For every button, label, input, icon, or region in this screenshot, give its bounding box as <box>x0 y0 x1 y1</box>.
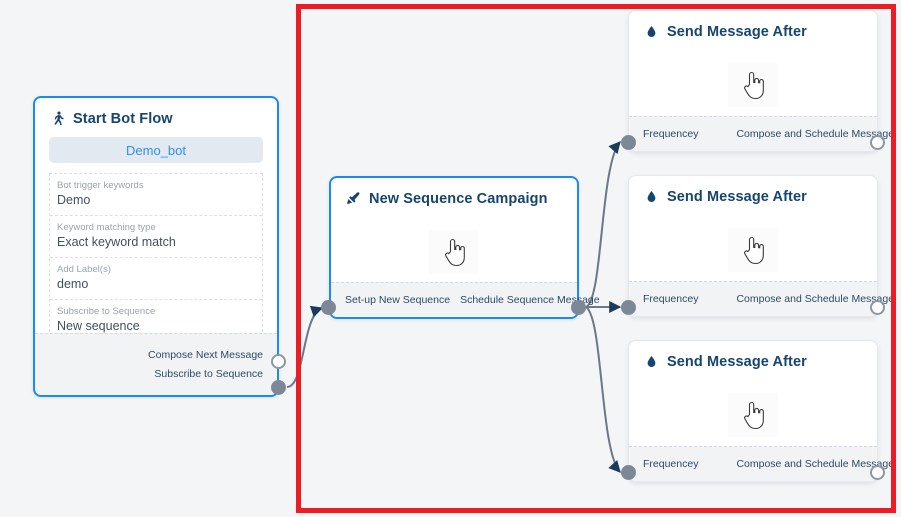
start-node-title: Start Bot Flow <box>73 110 173 127</box>
footer-label-compose-and-schedule-message: Compose and Schedule Message <box>736 128 895 140</box>
message-node-footer: Frequencey Compose and Schedule Message <box>629 116 894 151</box>
message-node-cursor-placeholder <box>728 228 778 272</box>
message-node-title: Send Message After <box>667 23 807 40</box>
pointing-hand-cursor <box>744 71 764 100</box>
field-keyword-matching-type[interactable]: Keyword matching type Exact keyword matc… <box>50 216 262 258</box>
megaphone-icon <box>345 190 362 207</box>
footer-label-frequency: Frequencey <box>643 128 699 140</box>
message-node-header: Send Message After <box>629 341 877 376</box>
message-node-footer: Frequencey Compose and Schedule Message <box>629 446 894 481</box>
port-message-2-input[interactable] <box>621 300 636 315</box>
message-node-footer: Frequencey Compose and Schedule Message <box>629 281 894 316</box>
port-message-3-input[interactable] <box>621 465 636 480</box>
node-send-message-after-2[interactable]: Send Message After Frequencey Compose an… <box>628 175 894 317</box>
droplet-icon <box>643 188 660 205</box>
field-label: Subscribe to Sequence <box>57 306 156 317</box>
sequence-node-cursor-placeholder <box>429 230 479 274</box>
port-message-2-output[interactable] <box>870 300 885 315</box>
port-message-1-input[interactable] <box>621 135 636 150</box>
port-message-3-output[interactable] <box>870 465 885 480</box>
pointing-hand-cursor <box>445 238 465 267</box>
message-node-title: Send Message After <box>667 188 807 205</box>
edge-sequence-to-message-1 <box>585 141 621 308</box>
field-bot-trigger-keywords[interactable]: Bot trigger keywords Demo <box>50 174 262 216</box>
footer-label-setup-new-sequence: Set-up New Sequence <box>345 294 451 306</box>
field-label: Bot trigger keywords <box>57 180 144 191</box>
message-node-header: Send Message After <box>629 176 877 211</box>
sequence-node-title: New Sequence Campaign <box>369 190 548 207</box>
footer-label-schedule-sequence-message: Schedule Sequence Message <box>460 294 600 306</box>
sequence-node-header: New Sequence Campaign <box>331 178 577 213</box>
port-sequence-output[interactable] <box>571 300 586 315</box>
field-label: Keyword matching type <box>57 222 156 233</box>
field-value: Demo <box>57 193 91 207</box>
node-start-bot-flow[interactable]: Start Bot Flow Demo_bot Bot trigger keyw… <box>33 96 279 397</box>
start-node-header: Start Bot Flow <box>35 98 277 133</box>
message-node-cursor-placeholder <box>728 63 778 107</box>
field-value: demo <box>57 277 89 291</box>
field-label: Add Label(s) <box>57 264 111 275</box>
droplet-icon <box>643 23 660 40</box>
message-node-header: Send Message After <box>629 11 877 46</box>
node-send-message-after-3[interactable]: Send Message After Frequencey Compose an… <box>628 340 894 482</box>
footer-label-compose-and-schedule-message: Compose and Schedule Message <box>736 293 895 305</box>
footer-label-frequency: Frequencey <box>643 458 699 470</box>
start-node-field-list: Bot trigger keywords Demo Keyword matchi… <box>49 173 263 342</box>
pointing-hand-cursor <box>744 401 764 430</box>
sequence-node-footer: Set-up New Sequence Schedule Sequence Me… <box>331 282 600 317</box>
node-send-message-after-1[interactable]: Send Message After Frequencey Compose an… <box>628 10 894 152</box>
running-person-icon <box>49 110 66 127</box>
start-node-footer: Compose Next Message Subscribe to Sequen… <box>35 333 277 395</box>
port-subscribe-to-sequence[interactable] <box>271 380 286 395</box>
message-node-title: Send Message After <box>667 353 807 370</box>
node-new-sequence-campaign[interactable]: New Sequence Campaign Set-up New Sequenc… <box>329 176 600 319</box>
message-node-cursor-placeholder <box>728 393 778 437</box>
footer-label-frequency: Frequencey <box>643 293 699 305</box>
field-value: Exact keyword match <box>57 235 176 249</box>
edge-start-to-sequence <box>286 305 324 388</box>
output-label-compose-next-message: Compose Next Message <box>148 349 263 361</box>
port-message-1-output[interactable] <box>870 135 885 150</box>
edge-sequence-to-message-3 <box>585 306 621 473</box>
port-compose-next-message[interactable] <box>271 354 286 369</box>
output-label-subscribe-to-sequence: Subscribe to Sequence <box>154 368 263 380</box>
field-value: New sequence <box>57 319 140 333</box>
pointing-hand-cursor <box>744 236 764 265</box>
droplet-icon <box>643 353 660 370</box>
field-add-labels[interactable]: Add Label(s) demo <box>50 258 262 300</box>
port-sequence-input[interactable] <box>321 300 336 315</box>
bot-name-pill[interactable]: Demo_bot <box>49 137 263 163</box>
footer-label-compose-and-schedule-message: Compose and Schedule Message <box>736 458 895 470</box>
